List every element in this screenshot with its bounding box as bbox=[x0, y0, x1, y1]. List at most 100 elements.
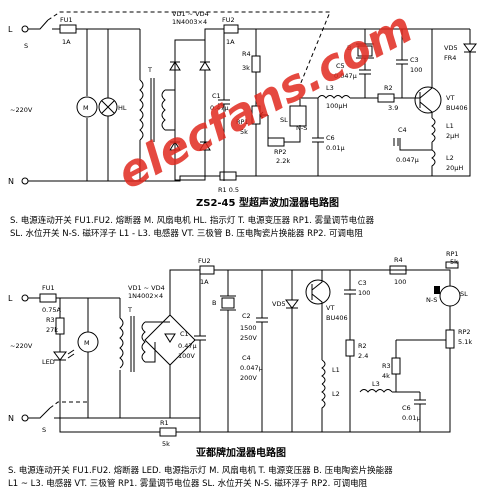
d2-r1-value: 5k bbox=[162, 440, 170, 448]
d1-motor bbox=[76, 96, 98, 118]
d1-l3-inductor bbox=[317, 95, 351, 99]
d1-ns-label: N-S bbox=[296, 124, 307, 132]
d1-l2-value: 20μH bbox=[446, 164, 463, 172]
d2-c6-label: C6 bbox=[402, 404, 411, 412]
d1-c1-capacitor bbox=[218, 29, 230, 181]
d1-vt-value: BU406 bbox=[446, 104, 468, 112]
d1-t-label: T bbox=[147, 66, 152, 74]
d1-vt-label: VT bbox=[446, 94, 454, 102]
d2-rp1-label: RP1 bbox=[446, 250, 459, 258]
d2-fu2-label: FU2 bbox=[198, 257, 211, 265]
d2-220v-label: ~220V bbox=[10, 342, 33, 350]
d2-ns-label: N-S bbox=[426, 296, 437, 304]
d2-r2-resistor bbox=[345, 339, 355, 357]
d2-rp1-value: 5k bbox=[450, 258, 458, 266]
d1-rp1-value: 5k bbox=[240, 128, 248, 136]
d2-rp1-potentiometer bbox=[445, 261, 459, 269]
d1-l3-label: L3 bbox=[326, 84, 334, 92]
d1-c1-value: 0.47μ bbox=[210, 104, 229, 112]
d1-rp2-resistor bbox=[267, 137, 285, 147]
d1-c6-value: 0.01μ bbox=[326, 144, 345, 152]
d2-rp2-value: 5.1k bbox=[458, 338, 472, 346]
d2-c3-capacitor bbox=[344, 270, 356, 340]
d1-l1-value: 2μH bbox=[446, 132, 459, 140]
d2-sl-label: SL bbox=[460, 290, 468, 298]
d1-vd-label: VD1 ~ VD4 bbox=[172, 10, 209, 18]
d2-ns-float bbox=[434, 286, 440, 294]
d2-fu1-value: 0.75A bbox=[42, 306, 61, 314]
d2-led bbox=[53, 334, 67, 418]
d2-vd-value: 1N4002×4 bbox=[128, 292, 163, 300]
d2-b-label: B bbox=[212, 299, 216, 307]
d2-c1-label: C1 bbox=[180, 330, 189, 338]
d1-r4-label: R4 bbox=[242, 50, 251, 58]
d1-r1-resistor bbox=[219, 171, 237, 181]
d2-vt-transistor bbox=[305, 279, 331, 305]
diagram1-schematic: L N S ~220V FU1 1A M HL T VD1 ~ VD bbox=[8, 10, 477, 194]
d2-r2-label: R2 bbox=[358, 342, 367, 350]
d1-hl-lamp bbox=[98, 97, 118, 117]
d2-c6-value: 0.01μ bbox=[402, 414, 421, 422]
d1-transformer-primary bbox=[139, 79, 144, 141]
d1-r4-value: 3k bbox=[242, 64, 250, 72]
d2-r3-label: R3 bbox=[46, 316, 55, 324]
d1-fu1-value: 1A bbox=[62, 38, 71, 46]
d1-vd5-value: FR4 bbox=[444, 54, 456, 62]
d2-c2-value: 1500 bbox=[240, 324, 257, 332]
d2-c4-value: 0.047μ bbox=[240, 364, 263, 372]
d1-c5-label: C5 bbox=[336, 62, 345, 70]
d2-c1-voltage: 100V bbox=[178, 352, 195, 360]
d1-transformer-secondary bbox=[161, 89, 166, 131]
watermark-logo: elecfans.com bbox=[109, 2, 421, 200]
d1-c4-value: 0.047μ bbox=[396, 156, 419, 164]
d1-diode-vd2 bbox=[199, 61, 211, 71]
d1-fu1-fuse bbox=[59, 24, 77, 34]
d1-r2-resistor bbox=[377, 93, 395, 103]
d2-vt-label: VT bbox=[326, 304, 334, 312]
d1-r2-value: 3.9 bbox=[388, 104, 398, 112]
d2-motor bbox=[77, 331, 99, 353]
d1-l1-inductor bbox=[431, 117, 436, 143]
d1-l2-inductor bbox=[431, 149, 436, 176]
d2-r1-resistor bbox=[159, 427, 177, 437]
d2-l2-inductor bbox=[321, 383, 326, 432]
d1-vd5-label: VD5 bbox=[444, 44, 458, 52]
d2-c2-capacitor bbox=[256, 270, 268, 432]
d2-vd5-diode bbox=[285, 270, 299, 432]
d2-vd5-label: VD5 bbox=[272, 300, 286, 308]
d2-vt-value: BU406 bbox=[326, 314, 348, 322]
d1-r4-resistor bbox=[251, 55, 261, 73]
d2-r3-value: 27k bbox=[46, 326, 58, 334]
d1-legend-line1: S. 电源连动开关 FU1.FU2. 熔断器 M. 风扇电机 HL. 指示灯 T… bbox=[10, 215, 375, 226]
d2-l1-label: L1 bbox=[332, 366, 340, 374]
d1-c5-capacitor bbox=[359, 69, 371, 98]
d1-c4-capacitor bbox=[393, 138, 433, 151]
d1-legend-line2: SL. 水位开关 N-S. 磁环浮子 L1 - L3. 电感器 VT. 三极管 … bbox=[10, 228, 363, 239]
d2-led-label: LED bbox=[42, 358, 55, 366]
d2-c3-value: 100 bbox=[358, 289, 370, 297]
d2-l2-label: L2 bbox=[332, 390, 340, 398]
d1-S-label: S bbox=[24, 42, 28, 50]
d1-vd5-diode bbox=[463, 29, 477, 150]
d1-switch-link bbox=[47, 11, 331, 86]
d2-fu1-label: FU1 bbox=[42, 284, 55, 292]
d1-fu1-label: FU1 bbox=[60, 16, 73, 24]
d1-c6-capacitor bbox=[312, 98, 324, 176]
d2-c1-capacitor bbox=[194, 270, 206, 418]
d2-fu2-fuse bbox=[199, 265, 215, 275]
d1-b-transducer bbox=[357, 45, 373, 57]
d2-fu2-value: 1A bbox=[200, 278, 209, 286]
d1-l1-label: L1 bbox=[446, 122, 454, 130]
d1-sl-label: SL bbox=[280, 116, 288, 124]
d1-c3-label: C3 bbox=[410, 56, 419, 64]
d1-motor-label: M bbox=[83, 104, 89, 112]
d2-l3-inductor bbox=[359, 389, 393, 393]
d1-fu2-label: FU2 bbox=[222, 16, 235, 24]
d2-legend-line1: S. 电源连动开关 FU1.FU2. 熔断器 LED. 电源指示灯 M. 风扇电… bbox=[8, 465, 393, 476]
d2-r2-value: 2.4 bbox=[358, 352, 368, 360]
d1-l2-label: L2 bbox=[446, 154, 454, 162]
d2-c3-label: C3 bbox=[358, 279, 367, 287]
d2-c2-label: C2 bbox=[242, 312, 251, 320]
d2-c4-label: C4 bbox=[242, 354, 251, 362]
d1-hl-label: HL bbox=[118, 104, 127, 112]
